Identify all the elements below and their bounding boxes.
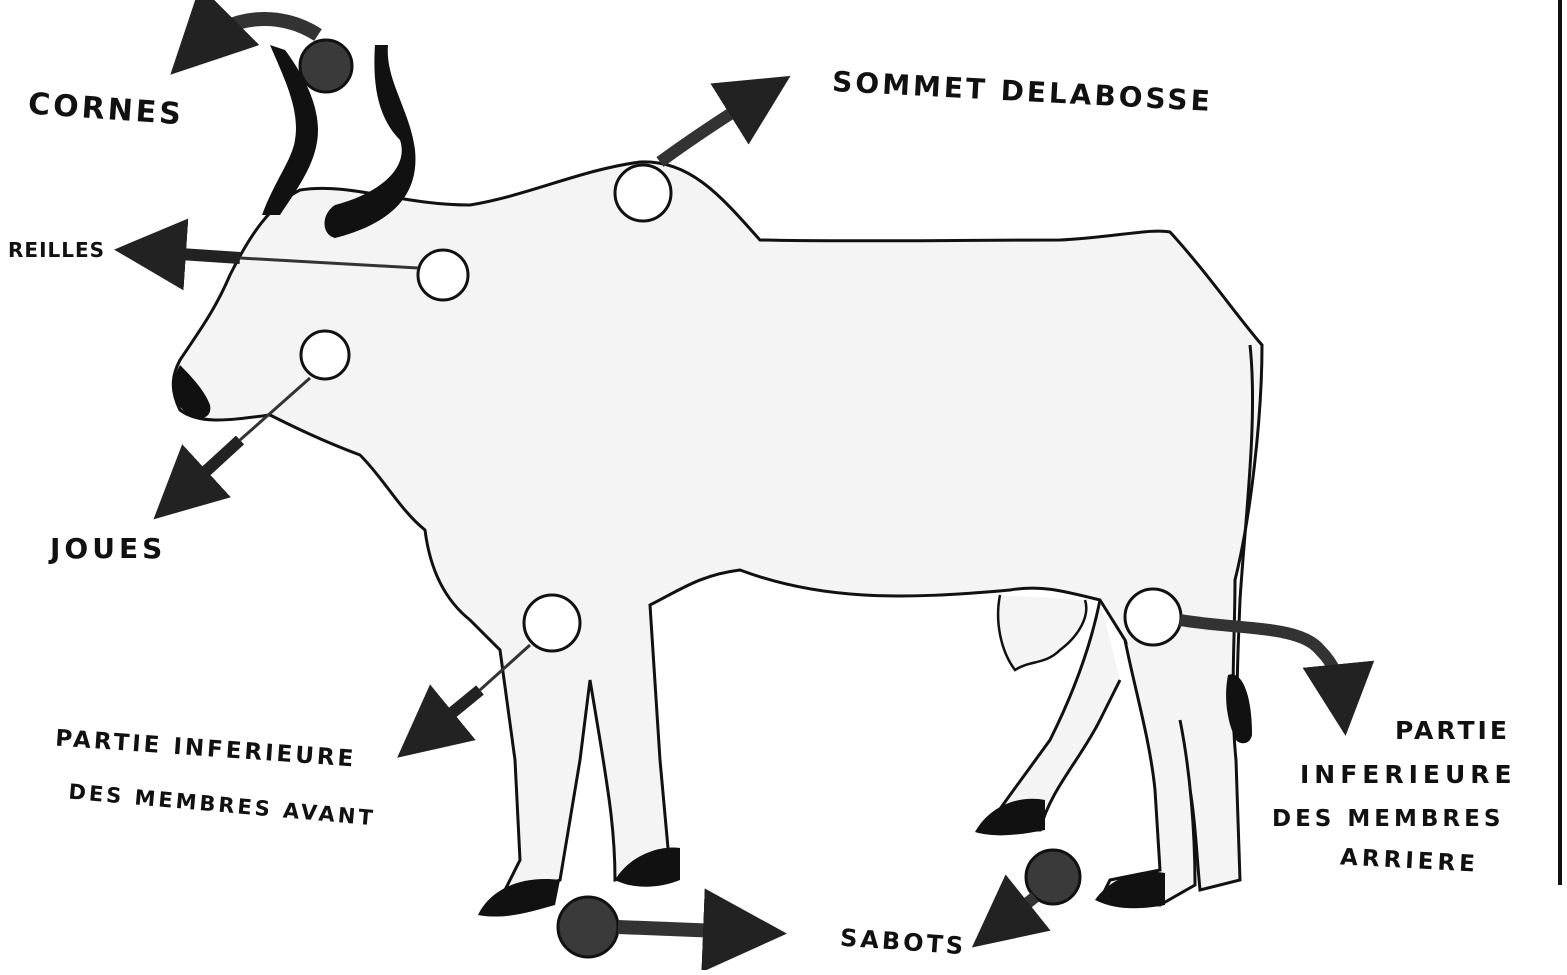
marker-sabots-left [558, 897, 618, 957]
arrow-sabots-right [1000, 897, 1035, 925]
hoof-hind-left [975, 799, 1045, 836]
hoof-front-left [478, 879, 560, 917]
arrow-avant-head [425, 690, 480, 735]
marker-avant [524, 595, 580, 651]
label-joues: JOUES [50, 535, 166, 563]
label-partie-inferieure-arriere-line3: DES MEMBRES [1272, 808, 1504, 831]
marker-oreilles [418, 250, 468, 300]
arrow-sabots-left [618, 927, 745, 932]
marker-cornes [300, 40, 352, 92]
marker-joues [301, 331, 349, 379]
arrow-sommet [660, 95, 760, 162]
arrow-oreilles-head [150, 252, 240, 258]
arrow-joues-head [180, 440, 240, 495]
udder [998, 595, 1086, 670]
label-partie-inferieure-arriere-line2: INFERIEURE [1300, 762, 1517, 787]
arrow-cornes [200, 19, 318, 45]
label-oreilles: REILLES [8, 240, 105, 260]
cattle-body-outline [173, 162, 1262, 900]
label-partie-inferieure-arriere-line1: PARTIE [1395, 718, 1510, 743]
hoof-hind-right [1095, 872, 1165, 909]
marker-arriere [1125, 589, 1181, 645]
marker-sommet [615, 165, 671, 221]
